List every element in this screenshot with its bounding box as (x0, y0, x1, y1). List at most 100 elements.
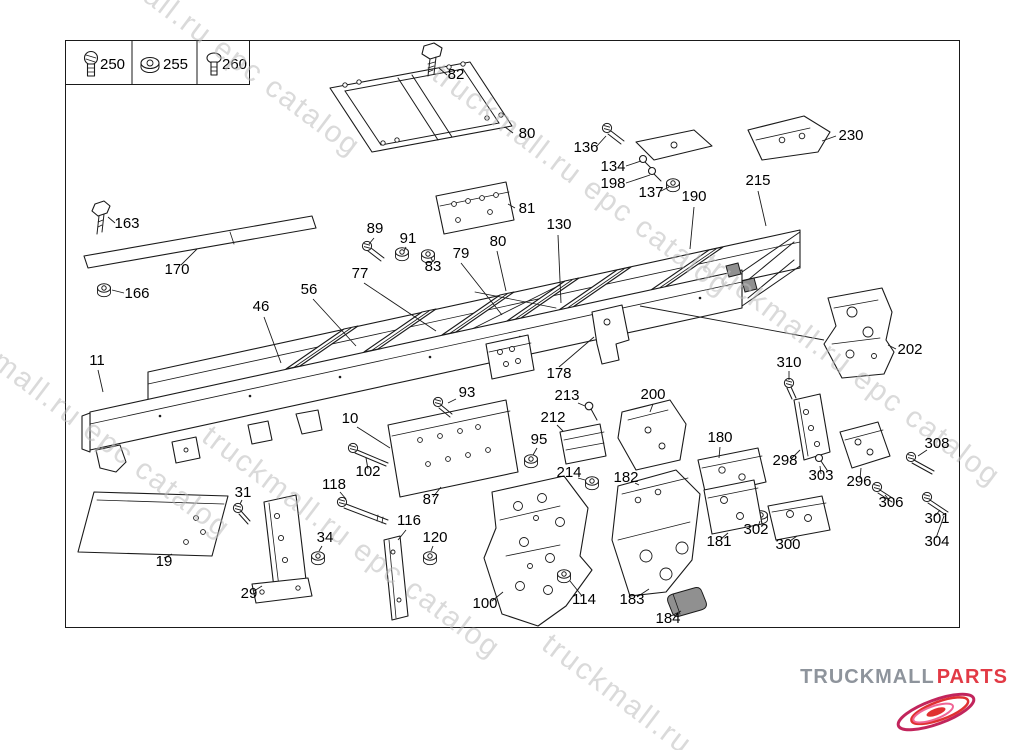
leader-77 (363, 282, 437, 332)
nut-137 (666, 178, 680, 193)
leader-56 (312, 298, 357, 347)
fastener-legend: 250 255 260 (65, 40, 250, 85)
callout-298: 298 (772, 452, 797, 469)
callout-10: 10 (342, 410, 359, 427)
bracket-296 (839, 421, 891, 469)
callout-79: 79 (453, 245, 470, 262)
bolt-82 (421, 42, 443, 77)
bracket-181 (703, 479, 763, 535)
leader-202-long (639, 305, 825, 341)
leader-183 (636, 588, 650, 598)
callout-163: 163 (114, 215, 139, 232)
leader-11 (97, 369, 104, 393)
leader-300 (789, 535, 798, 542)
callout-304: 304 (924, 533, 949, 550)
leader-118 (339, 491, 347, 500)
bracket-202 (823, 287, 895, 379)
callout-301: 301 (924, 510, 949, 527)
callout-306: 306 (878, 494, 903, 511)
underrail-brackets (171, 409, 323, 464)
leader-181 (720, 532, 729, 540)
bracket-300 (767, 495, 831, 541)
callout-91: 91 (400, 230, 417, 247)
bolt-310 (783, 377, 797, 400)
legend-label-255: 255 (163, 56, 188, 73)
callout-31: 31 (235, 484, 252, 501)
callout-130: 130 (546, 216, 571, 233)
bolt-163 (91, 200, 111, 235)
callout-118: 118 (322, 476, 346, 493)
callout-102: 102 (355, 463, 380, 480)
callout-93: 93 (459, 384, 476, 401)
bolt-303 (814, 453, 828, 471)
leader-178 (558, 336, 595, 368)
callout-layer: 8280136134198137230215190163818991798013… (89, 66, 949, 627)
callout-80: 80 (519, 125, 536, 142)
leader-213 (577, 402, 586, 407)
leader-182 (634, 482, 640, 486)
bolt-136 (601, 122, 625, 145)
bolt-93 (432, 396, 453, 418)
callout-46: 46 (253, 298, 270, 315)
leader-137 (660, 186, 670, 192)
callout-34: 34 (317, 529, 334, 546)
bracket-298 (793, 393, 831, 461)
bolt-134 (638, 154, 653, 170)
callout-303: 303 (808, 467, 833, 484)
leader-214 (577, 477, 586, 481)
callout-170: 170 (164, 261, 189, 278)
leader-46 (263, 316, 282, 364)
leader-212 (556, 424, 564, 432)
leader-302 (757, 520, 761, 528)
leader-89 (368, 237, 375, 245)
plate-19 (77, 491, 229, 557)
leader-102 (365, 457, 369, 470)
nut-95 (524, 454, 538, 469)
callout-136: 136 (573, 139, 598, 156)
bolt-31 (232, 502, 251, 525)
callout-77: 77 (352, 265, 369, 282)
leader-79 (460, 262, 503, 316)
bolt-118 (336, 496, 389, 525)
leader-215 (757, 190, 767, 227)
crossmember-assembly-80 (329, 61, 513, 153)
bracket-100 (483, 475, 593, 627)
leader-166 (111, 289, 125, 294)
callout-11: 11 (89, 352, 105, 369)
leader-190 (689, 206, 695, 250)
hook-bracket-178 (591, 304, 630, 365)
nut-34 (311, 551, 325, 566)
callout-184: 184 (655, 610, 680, 627)
callout-100: 100 (472, 595, 497, 612)
leader-170 (180, 248, 198, 266)
leader-301 (934, 509, 941, 517)
legend-label-260: 260 (222, 56, 247, 73)
bar-116 (383, 535, 409, 621)
callout-183: 183 (619, 591, 644, 608)
bracket-137-area (635, 129, 713, 161)
leader-306 (884, 494, 890, 501)
callout-190: 190 (681, 188, 706, 205)
plate-87 (387, 399, 519, 498)
pin-184 (667, 587, 707, 617)
callout-89: 89 (367, 220, 384, 237)
leader-180 (718, 446, 721, 459)
bolt-icon (83, 50, 99, 77)
callout-202: 202 (897, 341, 922, 358)
nut-120 (423, 551, 437, 566)
leader-303 (819, 465, 822, 475)
bolt-198 (647, 166, 662, 182)
callout-82: 82 (448, 66, 465, 83)
callout-296: 296 (846, 473, 871, 490)
leader-130 (557, 234, 562, 304)
nut-214 (585, 476, 599, 491)
callout-83: 83 (425, 258, 442, 275)
nut-91 (395, 247, 409, 262)
leader-200 (649, 403, 654, 413)
bolt-301-304 (921, 491, 949, 516)
callout-182: 182 (613, 469, 638, 486)
leader-95 (532, 447, 538, 456)
callout-116: 116 (397, 512, 421, 529)
callout-29: 29 (241, 585, 258, 602)
